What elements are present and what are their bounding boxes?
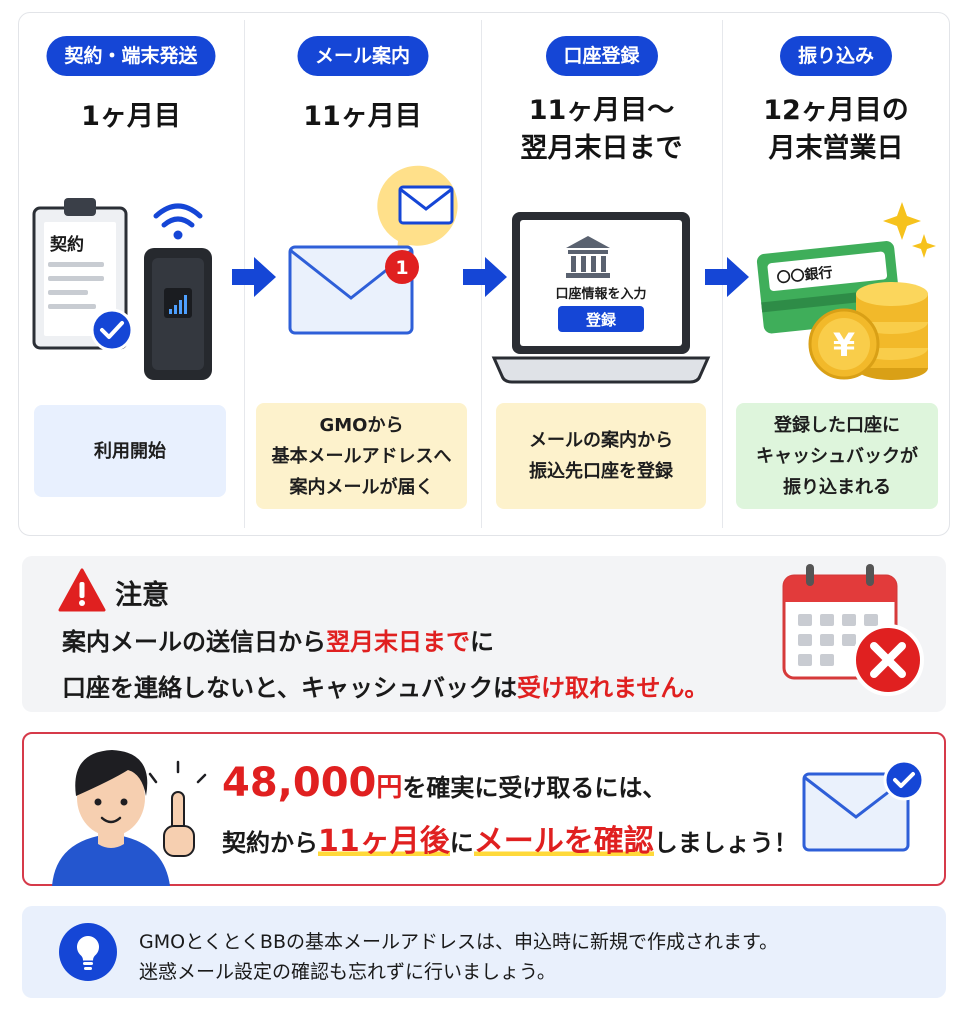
yen-coin-icon: ¥: [808, 308, 880, 380]
tip-line-2: 迷惑メール設定の確認も忘れずに行いましょう。: [139, 961, 556, 983]
mail-notification-illustration: 1: [288, 165, 458, 335]
arrow-right-icon: [705, 257, 749, 297]
arrow-right-icon: [232, 257, 276, 297]
register-button-graphic: [558, 306, 644, 332]
card-coins-illustration: 〇〇銀行 ¥: [756, 202, 936, 380]
laptop-prompt: 口座情報を入力: [555, 286, 646, 302]
mail-checked-icon: [802, 759, 925, 852]
step-transfer: 振り込み 12ヶ月目の 月末営業日: [722, 12, 950, 536]
step-timing: 11ヶ月目: [303, 101, 422, 132]
notification-badge: 1: [385, 250, 419, 284]
caution-line-2: 口座を連絡しないと、キャッシュバックは受け取れません。: [62, 674, 709, 702]
contract-text: 契約: [49, 234, 84, 255]
step-timing: 12ヶ月目の 月末営業日: [763, 95, 909, 164]
router-device-icon: [144, 248, 212, 380]
caution-title: 注意: [115, 580, 169, 611]
pointing-hand-icon: [163, 791, 195, 857]
check-badge-icon: [90, 308, 134, 352]
sparkle-icon: [883, 202, 936, 258]
step-label: メール案内: [296, 36, 429, 76]
speech-bubble-mail-icon: [377, 165, 458, 259]
highlight-line-2: 契約から11ヶ月後にメールを確認しましょう！: [222, 824, 798, 859]
warning-icon: [58, 568, 106, 612]
tip-line-1: GMOとくとくBBの基本メールアドレスは、申込時に新規で作成されます。: [139, 931, 779, 953]
bank-card-text: 〇〇銀行: [776, 264, 833, 287]
step-account: 口座登録 11ヶ月目〜 翌月末日まで: [481, 12, 722, 536]
tip-box: [22, 906, 946, 998]
bank-icon: [566, 236, 610, 278]
contract-router-illustration: 契約: [32, 198, 212, 380]
calendar-cancel-icon: [782, 564, 924, 696]
step-label: 振り込み: [779, 36, 893, 76]
step-label: 契約・端末発送: [46, 36, 216, 76]
svg-text:¥: ¥: [833, 326, 855, 364]
wifi-icon: [153, 203, 203, 240]
person-pointing-illustration: [52, 750, 207, 886]
highlight-line-1: 48,000円を確実に受け取るには、: [222, 760, 667, 806]
step-timing: 1ヶ月目: [81, 101, 181, 132]
svg-text:1: 1: [395, 257, 408, 279]
step-description: メールの案内から 振込先口座を登録: [496, 403, 706, 509]
caution-line-1: 案内メールの送信日から翌月末日までに: [62, 628, 494, 656]
lightbulb-icon: [59, 923, 117, 981]
step-timing: 11ヶ月目〜 翌月末日まで: [520, 95, 683, 164]
step-label: 口座登録: [545, 36, 658, 76]
laptop-illustration: 口座情報を入力 登録: [491, 212, 711, 384]
step-mail: メール案内 11ヶ月目: [244, 12, 481, 536]
step-description: GMOから 基本メールアドレスへ 案内メールが届く: [256, 403, 467, 509]
register-button-label: 登録: [585, 311, 617, 329]
step-description: 登録した口座に キャッシュバックが 振り込まれる: [736, 403, 938, 509]
step-description: 利用開始: [34, 405, 226, 497]
arrow-right-icon: [463, 257, 507, 297]
step-contract: 契約・端末発送 1ヶ月目: [18, 12, 244, 536]
